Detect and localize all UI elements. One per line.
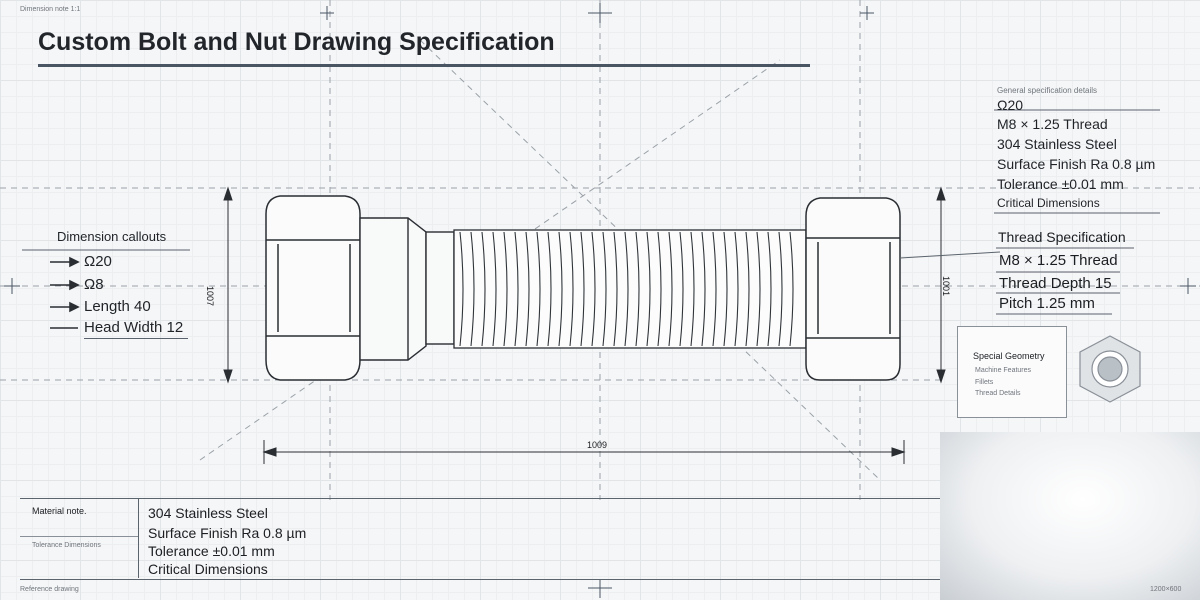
thread-crest — [690, 231, 695, 347]
corner-note-bottom-left: Reference drawing — [20, 586, 79, 593]
thread-crest — [481, 231, 486, 347]
thread-spec-line: Pitch 1.25 mm — [999, 295, 1095, 312]
thread-crest — [536, 231, 541, 347]
corner-note-bottom-right: 1200×600 — [1150, 586, 1182, 593]
spec-line: Critical Dimensions — [997, 196, 1100, 210]
material-label: Material note. — [32, 506, 87, 516]
spec-line: Surface Finish Ra 0.8 µm — [997, 156, 1156, 172]
thread-lines — [459, 231, 794, 347]
thread-crest — [591, 231, 596, 347]
spec-line: 304 Stainless Steel — [997, 136, 1117, 152]
special-geometry-heading: Special Geometry — [973, 351, 1045, 361]
thread-crest — [613, 231, 618, 347]
table-divider — [138, 498, 139, 578]
right-height-dimension: 1001 — [941, 276, 951, 297]
thread-spec-line: M8 × 1.25 Thread — [999, 252, 1118, 269]
special-geometry-item: Machine Features — [975, 367, 1032, 374]
material-sub-label: Tolerance Dimensions — [32, 542, 101, 549]
thread-crest — [756, 231, 761, 347]
spec-heading: General specification details — [997, 86, 1098, 95]
thread-crest — [767, 231, 772, 347]
thread-crest — [679, 231, 684, 347]
thread-spec-heading: Thread Specification — [998, 229, 1126, 245]
thread-crest — [470, 231, 475, 347]
thread-crest — [547, 231, 552, 347]
thread-crest — [723, 231, 728, 347]
thread-crest — [646, 231, 651, 347]
special-geometry-box — [957, 326, 1067, 418]
callout-row: Ω8 — [84, 276, 104, 293]
left-nut — [265, 195, 361, 381]
thread-crest — [745, 231, 750, 347]
thread-crest — [558, 231, 563, 347]
table-row-divider — [20, 536, 138, 537]
thread-crest — [503, 231, 508, 347]
thread-spec-line: Thread Depth 15 — [999, 275, 1112, 292]
spec-line: M8 × 1.25 Thread — [997, 116, 1108, 132]
thread-crest — [569, 231, 574, 347]
callout-row: Ω20 — [84, 253, 112, 270]
left-height-dimension: 1007 — [205, 286, 215, 307]
crosshair-marks — [4, 3, 1196, 598]
page-title: Custom Bolt and Nut Drawing Specificatio… — [38, 28, 555, 56]
special-geometry-item: Thread Details — [975, 390, 1021, 397]
material-line: Surface Finish Ra 0.8 µm — [148, 525, 307, 541]
thread-crest — [514, 231, 519, 347]
bolt-shoulder — [359, 217, 455, 361]
bolt-photo-panel — [940, 432, 1200, 600]
corner-note-top-left: Dimension note 1:1 — [20, 6, 81, 13]
leader-lines — [22, 109, 1160, 315]
thread-crest — [789, 231, 794, 347]
callouts-heading: Dimension callouts — [57, 229, 167, 244]
thread-crest — [602, 231, 607, 347]
thread-crest — [778, 231, 783, 347]
thread-crest — [492, 231, 497, 347]
thread-crest — [657, 231, 662, 347]
thread-crest — [701, 231, 706, 347]
callout-arrows — [50, 256, 80, 329]
material-line: 304 Stainless Steel — [148, 505, 268, 521]
title-underline — [38, 64, 810, 67]
inset-nut-illustration — [1079, 335, 1141, 403]
material-line: Tolerance ±0.01 mm — [148, 543, 275, 559]
material-line: Critical Dimensions — [148, 561, 268, 577]
overall-length-dimension: 1009 — [587, 440, 608, 450]
thread-crest — [459, 231, 464, 347]
callout-row: Head Width 12 — [84, 319, 188, 339]
thread-crest — [635, 231, 640, 347]
thread-crest — [712, 231, 717, 347]
thread-crest — [525, 231, 530, 347]
right-nut — [805, 197, 901, 381]
callout-row: Length 40 — [84, 298, 151, 315]
special-geometry-item: Fillets — [975, 379, 994, 386]
material-table — [20, 498, 940, 580]
thread-crest — [734, 231, 739, 347]
spec-line: Ω20 — [997, 97, 1024, 113]
dimension-lines — [223, 186, 946, 464]
spec-line: Tolerance ±0.01 mm — [997, 176, 1124, 192]
thread-crest — [624, 231, 629, 347]
thread-crest — [580, 231, 585, 347]
thread-crest — [668, 231, 673, 347]
